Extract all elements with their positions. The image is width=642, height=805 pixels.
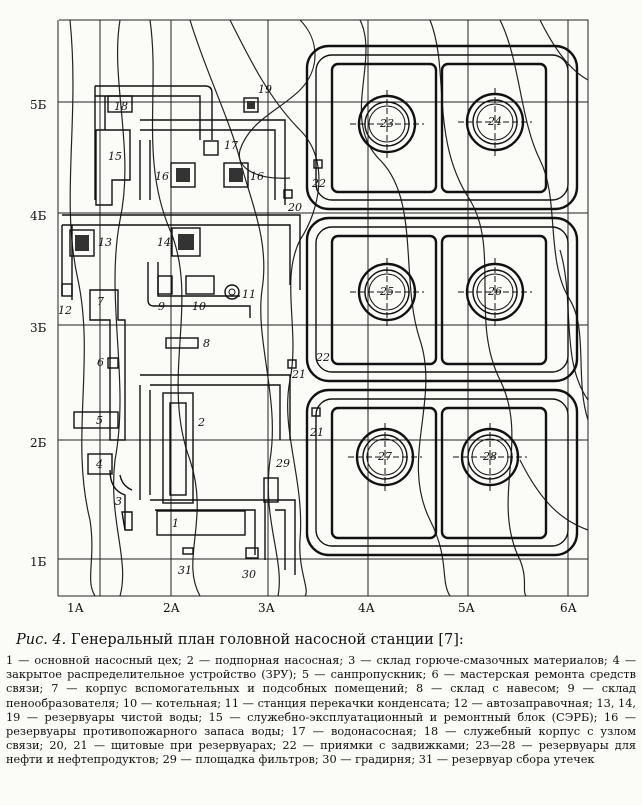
object-number: 17 — [224, 139, 238, 152]
building-2-inner — [169, 402, 187, 496]
row-label: 1Б — [30, 555, 47, 569]
column-label: 4А — [358, 601, 375, 615]
object-number: 14 — [157, 236, 171, 249]
column-label: 1А — [67, 601, 84, 615]
object-number: 2 — [197, 416, 205, 429]
object-number: 3 — [115, 495, 122, 508]
object-number: 28 — [482, 450, 497, 463]
building-8 — [165, 337, 199, 349]
object-number: 30 — [242, 568, 256, 581]
tank-16a — [170, 162, 196, 188]
pit-21 — [311, 407, 321, 417]
object-number: 18 — [114, 100, 128, 113]
tank-23 — [350, 90, 424, 158]
pit-22a — [313, 159, 323, 169]
figure-caption: Рис. 4. Генеральный план головной насосн… — [6, 632, 636, 768]
tank-31 — [182, 547, 194, 555]
tank-28 — [453, 423, 527, 491]
object-number: 23 — [379, 117, 394, 130]
tank-16b — [223, 162, 249, 188]
tank-farm — [305, 44, 579, 557]
building-4 — [87, 453, 113, 475]
object-number: 16 — [155, 170, 169, 183]
object-number: 16 — [250, 170, 264, 183]
object-numbers: 1 2 3 4 5 6 7 8 9 10 11 12 13 14 15 16 1… — [58, 83, 502, 581]
tank-13 — [69, 229, 95, 257]
object-number: 13 — [98, 236, 112, 249]
object-number: 27 — [377, 450, 392, 463]
tank-24 — [458, 88, 532, 156]
tank-19 — [243, 97, 259, 113]
object-number: 19 — [258, 83, 272, 96]
tower-30 — [245, 547, 259, 559]
object-number: 6 — [97, 356, 104, 369]
object-number: 26 — [487, 285, 502, 298]
object-number: 22 — [311, 177, 326, 190]
object-number: 1 — [172, 517, 179, 530]
row-label: 2Б — [30, 436, 47, 450]
object-number: 25 — [379, 285, 394, 298]
object-number: 5 — [96, 414, 103, 427]
row-labels: 5Б 4Б 3Б 2Б 1Б — [30, 98, 47, 569]
coordinate-grid — [57, 19, 589, 597]
oil-tanks — [348, 88, 532, 491]
object-number: 10 — [192, 300, 206, 313]
tank-14 — [171, 227, 201, 257]
tank-26 — [458, 258, 532, 326]
building-11 — [224, 284, 240, 300]
building-12 — [61, 283, 73, 297]
figure-label: Рис. 4. — [16, 632, 67, 648]
building-10 — [185, 275, 215, 295]
buildings — [61, 95, 323, 559]
column-labels: 1А 2А 3А 4А 5А 6А — [67, 601, 577, 615]
caption-legend: 1 — основной насосный цех; 2 — подпорная… — [6, 654, 636, 767]
object-number: 12 — [58, 304, 72, 317]
tank-cells — [330, 62, 548, 540]
building-15 — [95, 129, 131, 206]
object-number: 22 — [315, 351, 330, 364]
object-number: 24 — [487, 115, 502, 128]
building-17 — [203, 140, 219, 156]
object-number: 7 — [97, 295, 104, 308]
building-9 — [157, 275, 173, 295]
pit-22b — [287, 359, 297, 369]
object-number: 8 — [203, 337, 210, 350]
object-number: 9 — [158, 300, 165, 313]
caption-title: Генеральный план головной насосной станц… — [70, 632, 464, 648]
tank-25 — [350, 258, 424, 326]
building-7 — [89, 289, 126, 441]
building-18 — [107, 95, 133, 113]
column-label: 2А — [163, 601, 180, 615]
column-label: 3А — [258, 601, 275, 615]
platform-29 — [263, 477, 279, 503]
object-number: 29 — [275, 457, 290, 470]
object-number: 31 — [178, 564, 192, 577]
column-label: 5А — [458, 601, 475, 615]
building-2-outer — [162, 392, 194, 504]
object-number: 21 — [309, 426, 324, 439]
caption-title-line: Рис. 4. Генеральный план головной насосн… — [6, 632, 636, 648]
object-number: 4 — [95, 458, 103, 471]
terrain-contours — [69, 19, 589, 597]
object-number: 11 — [242, 288, 256, 301]
object-number: 15 — [108, 150, 122, 163]
store-3 — [121, 511, 133, 531]
building-1 — [156, 510, 246, 536]
row-label: 4Б — [30, 209, 47, 223]
tank-27 — [348, 423, 422, 491]
pit-20 — [283, 189, 293, 199]
object-number: 21 — [291, 368, 306, 381]
object-number: 20 — [287, 201, 302, 214]
building-5 — [73, 411, 119, 429]
row-label: 3Б — [30, 321, 47, 335]
row-label: 5Б — [30, 98, 47, 112]
site-plan-diagram: 5Б 4Б 3Б 2Б 1Б 1А 2А 3А 4А 5А 6А — [30, 19, 589, 615]
building-6 — [107, 357, 119, 369]
column-label: 6А — [560, 601, 577, 615]
